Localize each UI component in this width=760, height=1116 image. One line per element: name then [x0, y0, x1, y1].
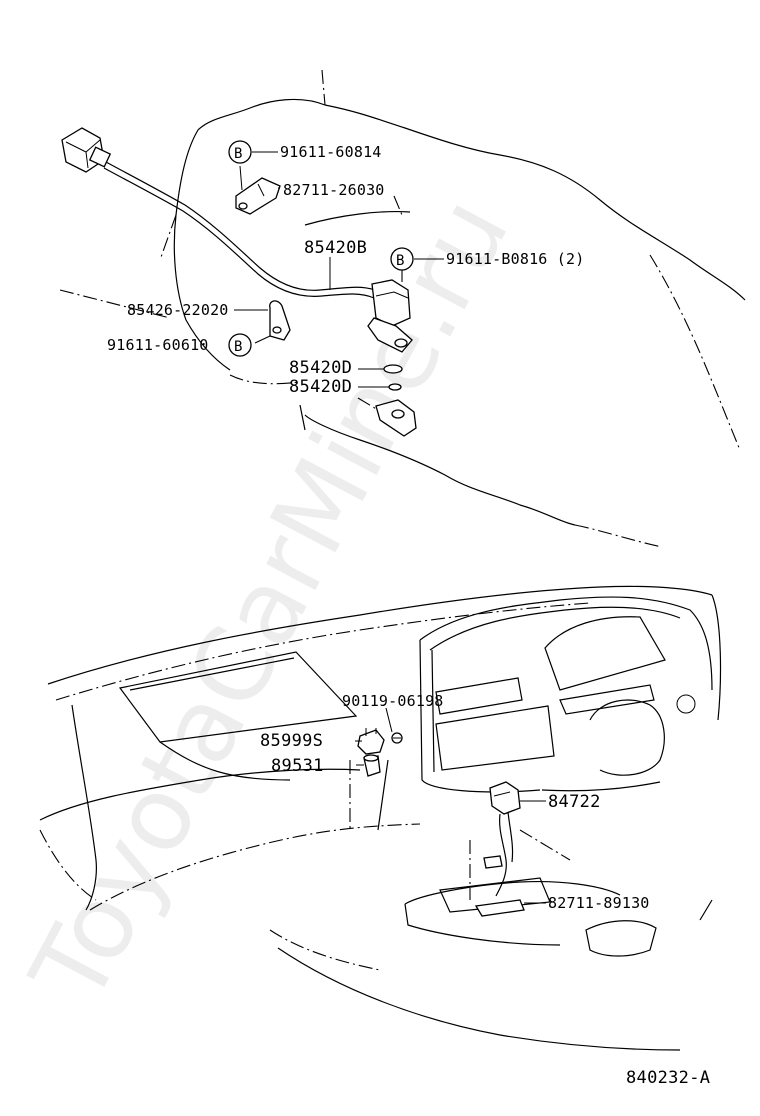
label-82711-26030: 82711-26030: [283, 181, 385, 199]
bolt-marker-left: B: [228, 333, 252, 357]
sensor-85420b: [367, 279, 413, 353]
bulb-89531: [363, 754, 381, 777]
top-leaders: [234, 151, 444, 411]
label-85420d-oring: 85420D: [289, 358, 352, 378]
clamp-82711-89130: [474, 855, 525, 917]
label-85420d-gasket: 85420D: [289, 377, 352, 397]
engine-area-outline: [59, 69, 746, 548]
label-85426-22020: 85426-22020: [127, 301, 229, 319]
reference-code: 840232-A: [626, 1068, 710, 1088]
switch-84722: [489, 781, 521, 897]
oring-85420d: [383, 364, 403, 374]
dashboard-outline: [39, 585, 722, 1051]
oring-small: [388, 383, 402, 391]
label-85420b: 85420B: [304, 238, 367, 258]
label-82711-89130: 82711-89130: [548, 894, 650, 912]
gasket-85420d: [375, 399, 417, 437]
harness-wire: [103, 161, 376, 299]
bolt-marker-top: B: [228, 140, 252, 164]
bottom-leaders: [355, 707, 546, 904]
socket-85999s: [357, 728, 385, 755]
screw-90119-06198: [391, 732, 403, 744]
svg-text:B: B: [234, 146, 242, 162]
clamp-85426-22020: [269, 300, 291, 341]
label-84722: 84722: [548, 792, 601, 812]
bolt-marker-right: B: [390, 247, 414, 271]
label-90119-06198: 90119-06198: [342, 692, 444, 710]
clamp-82711-26030: [235, 177, 281, 215]
label-91611-60814: 91611-60814: [280, 143, 382, 161]
harness-connector: [61, 127, 112, 173]
label-91611-60610: 91611-60610: [107, 336, 209, 354]
svg-text:B: B: [396, 253, 404, 269]
label-89531: 89531: [271, 756, 324, 776]
label-85999s: 85999S: [260, 731, 323, 751]
svg-text:B: B: [234, 339, 242, 355]
label-91611-b0816: 91611-B0816 (2): [446, 250, 584, 268]
